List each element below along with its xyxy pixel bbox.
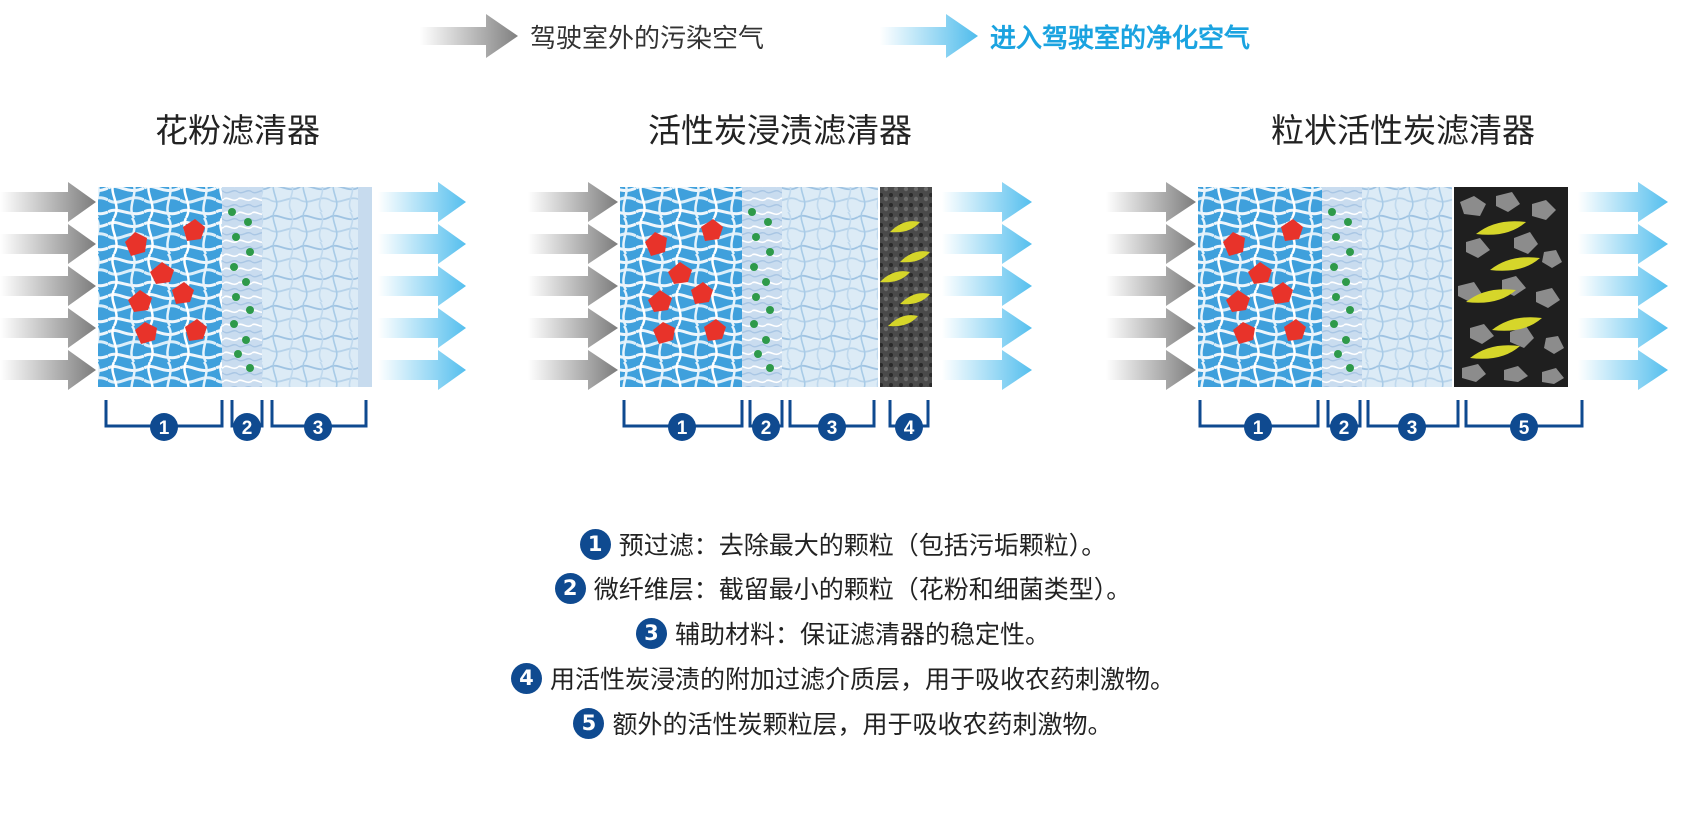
- description-item-4: 4 用活性炭浸渍的附加过滤介质层，用于吸收农药刺激物。: [0, 660, 1686, 696]
- outgoing-arrows: [1578, 182, 1668, 390]
- description-item-5: 5 额外的活性炭颗粒层，用于吸收农药刺激物。: [0, 705, 1686, 741]
- legend-clean-air: 进入驾驶室的净化空气: [880, 14, 1250, 58]
- layer-microfiber: [742, 187, 782, 387]
- svg-text:3: 3: [827, 418, 838, 439]
- carbon-particles: [1466, 221, 1542, 359]
- layer-microfiber: [222, 187, 262, 387]
- svg-text:4: 4: [904, 418, 915, 439]
- legend-clean-label: 进入驾驶室的净化空气: [990, 23, 1251, 54]
- number-badge-icon: 5: [573, 707, 605, 739]
- svg-text:2: 2: [242, 418, 253, 439]
- number-badge-icon: 4: [510, 662, 542, 694]
- svg-text:1: 1: [159, 418, 170, 439]
- outgoing-arrows: [378, 182, 466, 390]
- description-item-3: 3 辅助材料：保证滤清器的稳定性。: [0, 615, 1686, 651]
- blue-arrow-icon: [880, 14, 978, 58]
- pollen-particles: [125, 219, 207, 344]
- svg-text:3: 3: [313, 418, 324, 439]
- description-text: 辅助材料：保证滤清器的稳定性。: [674, 620, 1050, 649]
- pollen-particles: [645, 219, 726, 344]
- bacteria-particles: [228, 208, 254, 372]
- layer-support: [1362, 187, 1452, 387]
- incoming-arrows: [0, 182, 96, 390]
- description-item-1: 1 预过滤：去除最大的颗粒（包括污垢颗粒）。: [0, 526, 1686, 562]
- layer-support: [262, 187, 358, 387]
- layer-badges: 1 2 3 5: [1244, 413, 1538, 441]
- layer-microfiber: [1322, 187, 1362, 387]
- layer-badges: 1 2 3: [150, 413, 332, 441]
- filter-diagram-granular: 1 2 3 5: [1106, 182, 1682, 442]
- layer-prefilter: [98, 187, 222, 387]
- svg-text:2: 2: [1339, 418, 1350, 439]
- description-item-2: 2 微纤维层：截留最小的颗粒（花粉和细菌类型）。: [0, 570, 1686, 606]
- description-text: 预过滤：去除最大的颗粒（包括污垢颗粒）。: [618, 531, 1107, 560]
- svg-text:3: 3: [1407, 418, 1418, 439]
- layer-prefilter: [620, 187, 742, 387]
- svg-text:5: 5: [1519, 418, 1530, 439]
- number-badge-icon: 3: [635, 617, 667, 649]
- bacteria-particles: [748, 208, 774, 372]
- description-text: 微纤维层：截留最小的颗粒（花粉和细菌类型）。: [593, 575, 1132, 604]
- filter-title-impregnated: 活性炭浸渍滤清器: [648, 111, 912, 150]
- number-badge-icon: 2: [554, 572, 586, 604]
- filter-title-pollen: 花粉滤清器: [155, 111, 320, 150]
- layer-prefilter: [1198, 187, 1322, 387]
- layer-support: [782, 187, 878, 387]
- bacteria-particles: [1328, 208, 1354, 372]
- filter-title-granular: 粒状活性炭滤清器: [1271, 111, 1535, 150]
- layer-impregnated-carbon: [880, 187, 932, 387]
- incoming-arrows: [528, 182, 618, 390]
- svg-text:1: 1: [677, 418, 688, 439]
- grey-arrow-icon: [420, 14, 518, 58]
- svg-text:1: 1: [1253, 418, 1264, 439]
- layer-badges: 1 2 3 4: [668, 413, 923, 441]
- number-badge-icon: 1: [579, 528, 611, 560]
- incoming-arrows: [1106, 182, 1196, 390]
- legend-polluted-air: 驾驶室外的污染空气: [420, 14, 764, 58]
- filter-diagram-pollen: 1 2 3: [0, 182, 470, 442]
- description-text: 用活性炭浸渍的附加过滤介质层，用于吸收农药刺激物。: [549, 665, 1175, 694]
- legend-polluted-label: 驾驶室外的污染空气: [530, 23, 765, 54]
- outgoing-arrows: [942, 182, 1032, 390]
- filter-diagram-impregnated: 1 2 3 4: [528, 182, 1048, 442]
- description-text: 额外的活性炭颗粒层，用于吸收农药刺激物。: [612, 710, 1113, 739]
- svg-text:2: 2: [761, 418, 772, 439]
- pollen-particles: [1223, 219, 1306, 344]
- carbon-particles: [880, 221, 930, 327]
